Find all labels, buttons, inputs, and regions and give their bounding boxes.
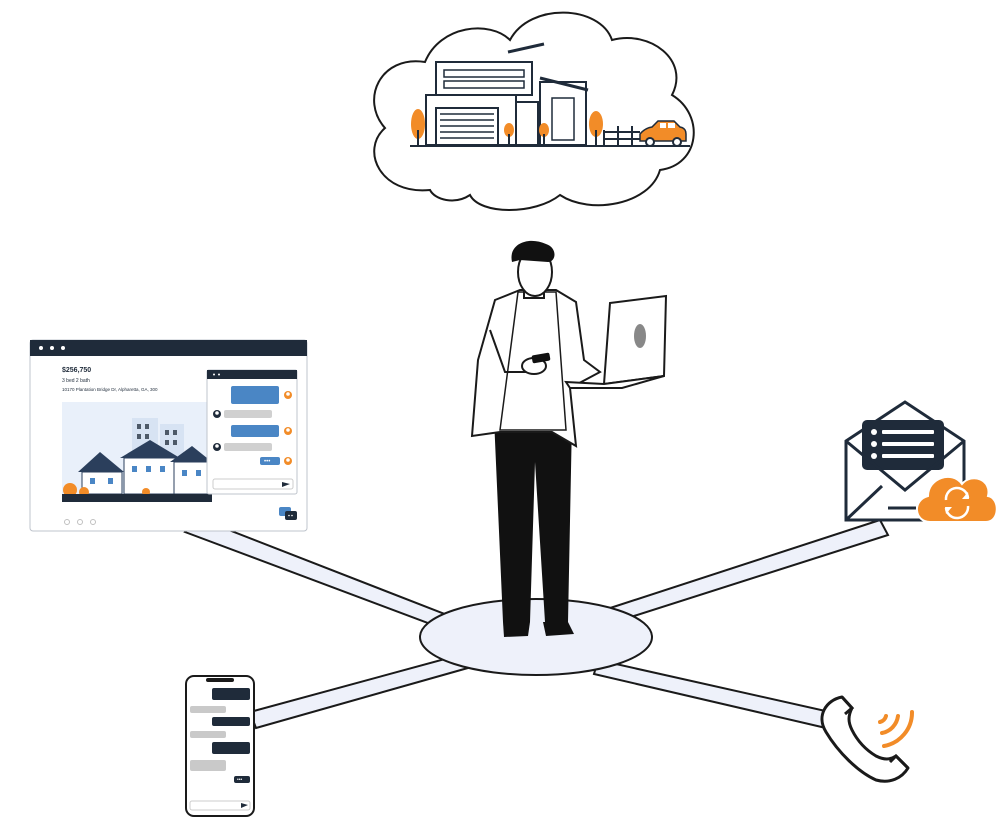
window-dot xyxy=(50,346,54,350)
fence xyxy=(603,126,640,146)
person xyxy=(470,240,602,637)
send-icon xyxy=(282,482,290,487)
chat-icon xyxy=(279,507,297,520)
road-to-website xyxy=(183,516,462,634)
avatar-icon xyxy=(284,457,292,465)
website-listing-card: $256,750 3 bed 2 bath 10170 Plantation B… xyxy=(29,339,308,532)
listing-price: $256,750 xyxy=(62,367,91,374)
listing-beds-baths: 3 bed 2 bath xyxy=(62,378,90,384)
phone-icon xyxy=(820,695,910,783)
roads xyxy=(183,516,890,730)
avatar-icon xyxy=(284,391,292,399)
thought-cloud xyxy=(373,11,695,211)
signal-waves xyxy=(878,710,915,748)
house-icon xyxy=(410,42,690,147)
cloud-sync-icon xyxy=(916,475,998,523)
tree-icon xyxy=(589,111,603,146)
avatar-icon xyxy=(213,410,221,418)
avatar-icon xyxy=(284,427,292,435)
smartphone-icon: ••• xyxy=(185,675,255,817)
svg-text:•••: ••• xyxy=(264,459,270,465)
tree-icon xyxy=(504,123,514,146)
chat-widget: ••• xyxy=(206,369,298,495)
listing-address: 10170 Plantation Bridge Dr, Alpharetta, … xyxy=(62,387,158,392)
car-icon xyxy=(639,120,687,147)
browser-bar xyxy=(30,340,307,356)
window-dot xyxy=(39,346,43,350)
road-to-email xyxy=(602,518,890,625)
tree-icon xyxy=(411,109,425,146)
central-hub xyxy=(419,598,653,676)
tree-icon xyxy=(539,123,549,146)
listing-photo xyxy=(62,402,212,502)
window-dot xyxy=(61,346,65,350)
send-icon xyxy=(241,803,248,808)
road-to-phone xyxy=(592,658,832,730)
laptop-icon xyxy=(564,294,668,389)
svg-text:•••: ••• xyxy=(237,777,243,783)
avatar-icon xyxy=(213,443,221,451)
